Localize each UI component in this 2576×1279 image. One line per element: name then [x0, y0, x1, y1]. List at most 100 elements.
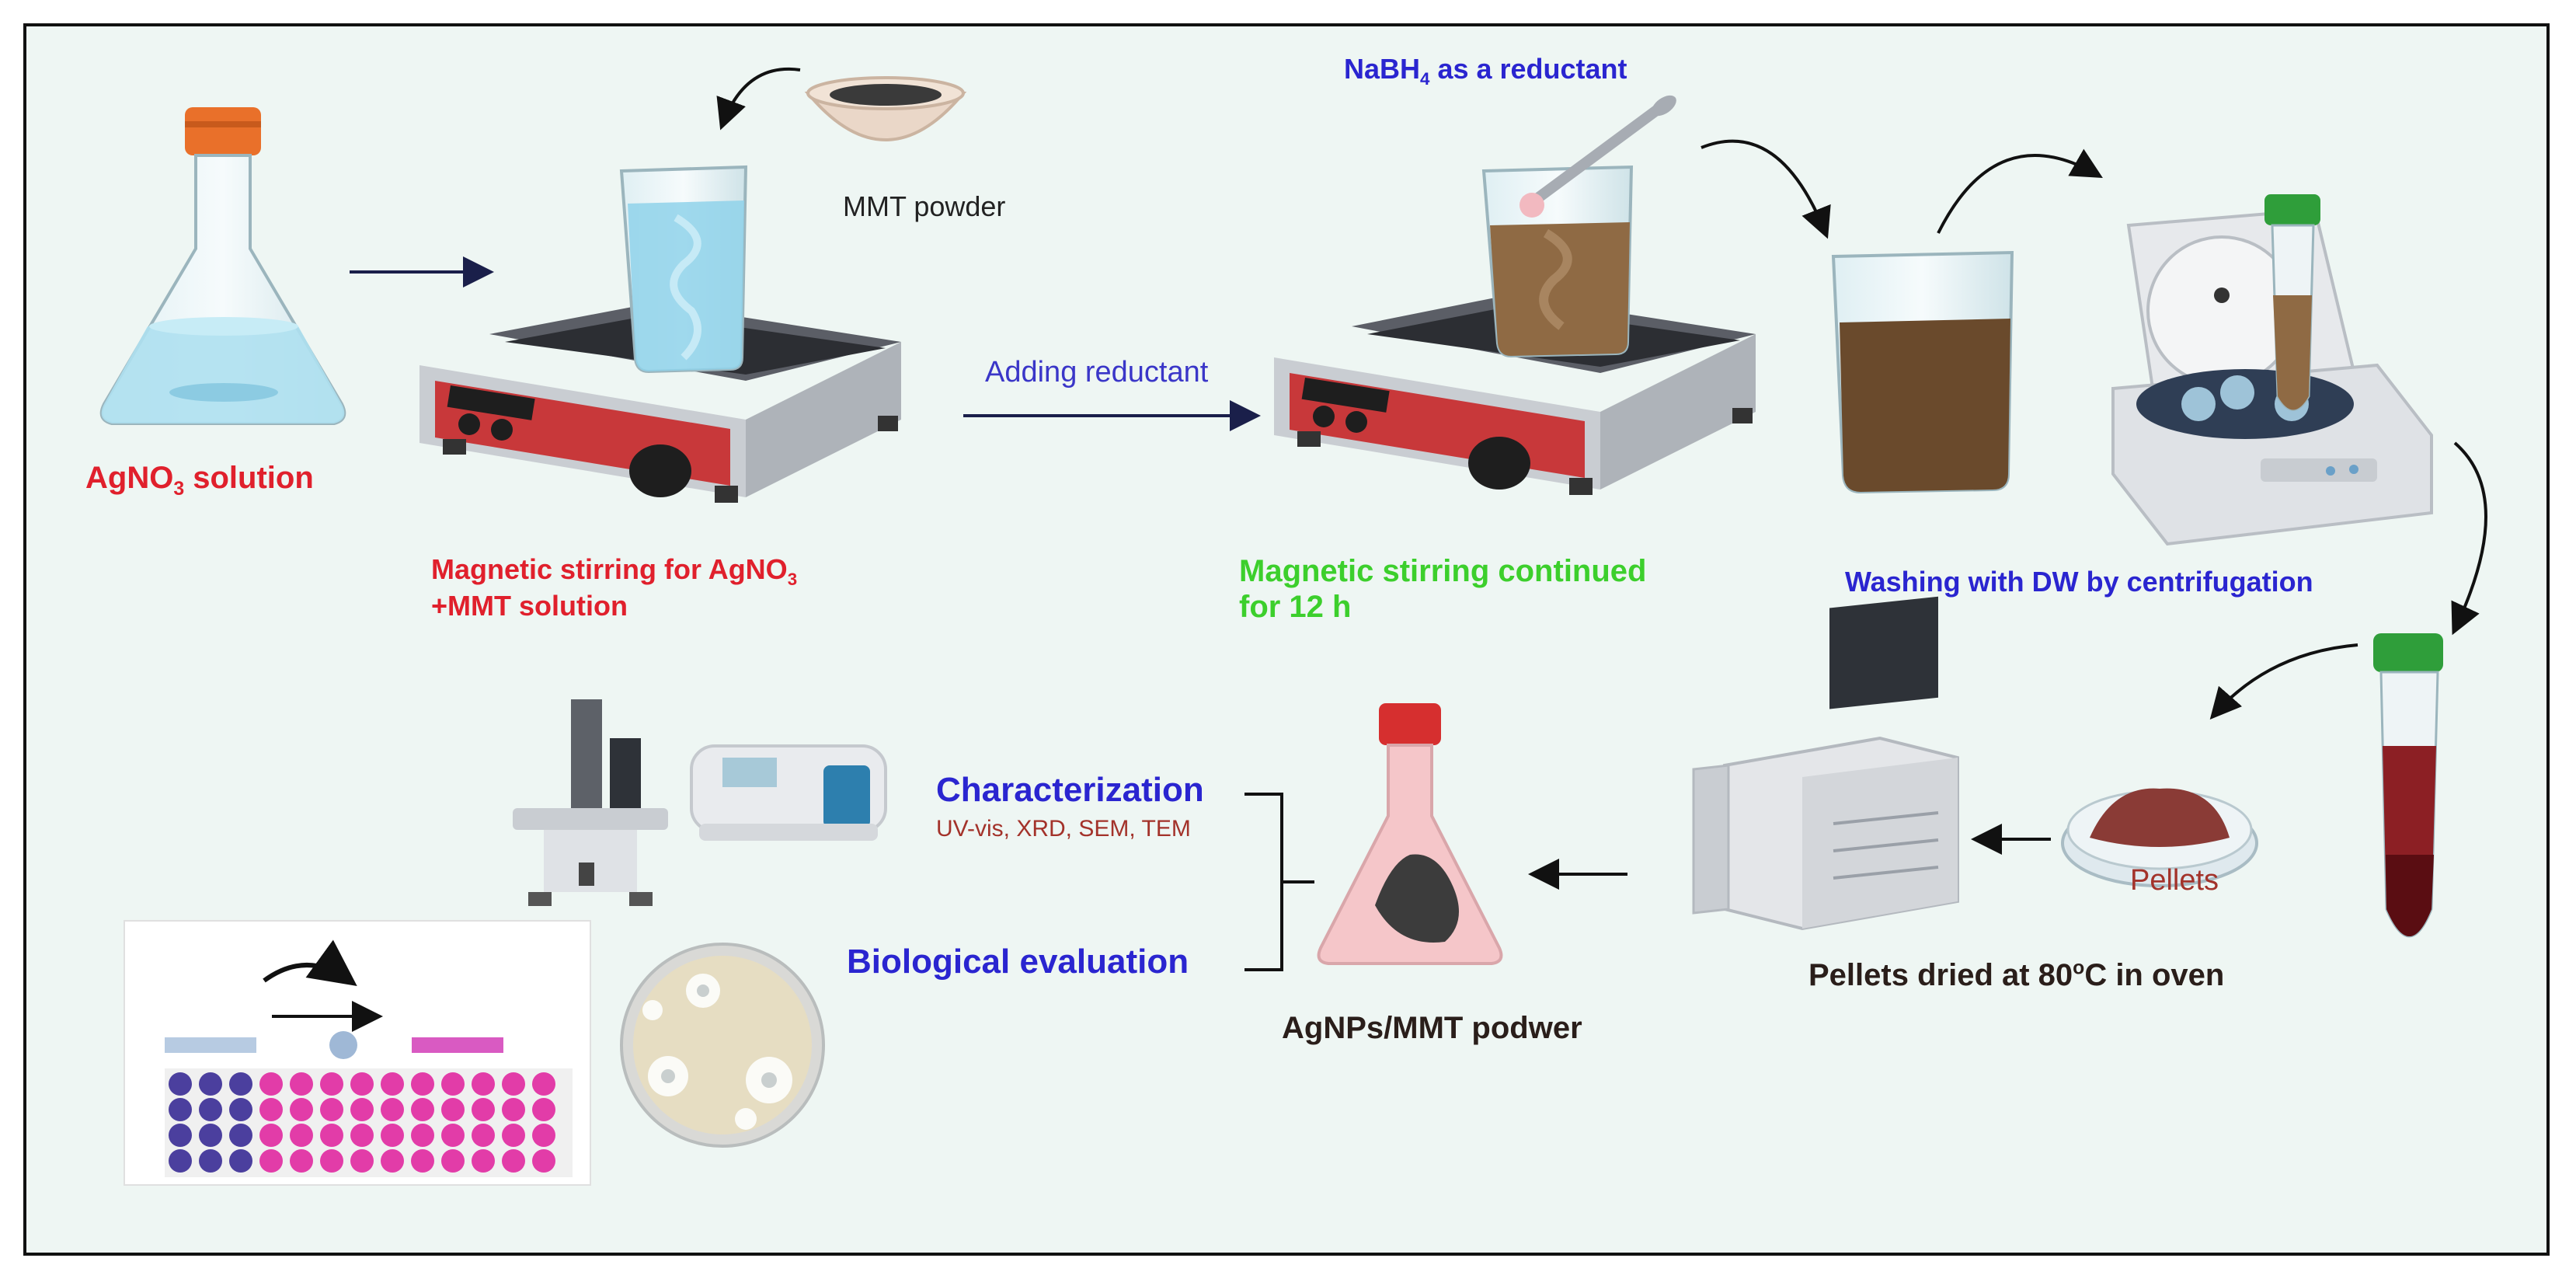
nabh4-sub: 4: [1420, 69, 1430, 89]
agnps-mmt-label: AgNPs/MMT podwer: [1282, 1011, 1582, 1045]
well: [532, 1072, 555, 1096]
agar-plate-icon: [620, 943, 825, 1148]
well: [411, 1149, 434, 1173]
agno3-label-text: AgNO: [85, 461, 174, 495]
curved-arrow-to-tube: [2451, 441, 2487, 636]
well: [472, 1098, 495, 1121]
falcon-tube-icon-2: [2373, 633, 2443, 938]
microscope-icon: [513, 699, 668, 906]
stirring-continued-line1: Magnetic stirring continued: [1239, 554, 1647, 588]
well: [350, 1149, 374, 1173]
well: [472, 1124, 495, 1147]
beaker-icon: [619, 165, 748, 374]
stirring-label: Magnetic stirring for AgNO3 +MMT solutio…: [431, 553, 797, 622]
well: [169, 1072, 192, 1096]
well: [320, 1072, 343, 1096]
well: [411, 1072, 434, 1096]
falcon-tube-icon: [2264, 194, 2320, 411]
well: [350, 1124, 374, 1147]
pellets-dried-label: Pellets dried at 80oC in oven: [1808, 957, 2224, 993]
well: [169, 1098, 192, 1121]
well: [502, 1149, 525, 1173]
well: [169, 1149, 192, 1173]
nabh4-text: NaBH: [1344, 53, 1421, 85]
characterization-label: Characterization: [936, 771, 1204, 809]
well: [229, 1072, 252, 1096]
well: [350, 1098, 374, 1121]
well: [532, 1098, 555, 1121]
well: [502, 1098, 525, 1121]
biological-evaluation-label: Biological evaluation: [847, 943, 1189, 981]
characterization-methods-label: UV-vis, XRD, SEM, TEM: [936, 816, 1191, 842]
pellets-dried-post: C in oven: [2084, 958, 2225, 992]
beaker-icon-2: [1481, 165, 1634, 358]
oven-icon: [1692, 596, 1959, 931]
well: [411, 1124, 434, 1147]
curved-arrow-to-centrifuge: [1937, 148, 2103, 234]
pellets-dried-text: Pellets dried at 80: [1808, 958, 2073, 992]
curved-arrow-powder: [716, 67, 801, 131]
well: [472, 1072, 495, 1096]
well: [290, 1098, 313, 1121]
nabh4-label: NaBH4 as a reductant: [1344, 53, 1627, 89]
well: [441, 1098, 465, 1121]
curved-arrow-to-washing: [1701, 139, 1831, 239]
well: [472, 1149, 495, 1173]
well: [259, 1072, 283, 1096]
well: [411, 1098, 434, 1121]
well: [259, 1124, 283, 1147]
washing-label: Washing with DW by centrifugation: [1845, 566, 2313, 598]
well: [502, 1072, 525, 1096]
erlenmeyer-flask-icon: [99, 107, 346, 425]
well: [290, 1072, 313, 1096]
well: [381, 1072, 404, 1096]
well: [441, 1124, 465, 1147]
well: [381, 1098, 404, 1121]
adding-reductant-label: Adding reductant: [985, 356, 1209, 389]
well: [290, 1124, 313, 1147]
well: [381, 1124, 404, 1147]
well: [532, 1149, 555, 1173]
nabh4-post: as a reductant: [1429, 53, 1627, 85]
well: [441, 1149, 465, 1173]
curved-arrow-to-petri: [2209, 643, 2358, 720]
well: [381, 1149, 404, 1173]
well: [320, 1098, 343, 1121]
well: [199, 1149, 222, 1173]
stirring-line2: +MMT solution: [431, 589, 628, 622]
agno3-label-post: solution: [184, 461, 314, 495]
well: [290, 1149, 313, 1173]
well: [320, 1124, 343, 1147]
pellets-label: Pellets: [2130, 864, 2219, 897]
mmt-powder-label: MMT powder: [843, 190, 1006, 222]
well: [199, 1098, 222, 1121]
stirring-continued-label: Magnetic stirring continued for 12 h: [1239, 553, 1646, 625]
well: [229, 1124, 252, 1147]
well: [320, 1149, 343, 1173]
stirring-line1-sub: 3: [787, 570, 798, 590]
well: [502, 1124, 525, 1147]
spatula-icon: [1519, 95, 1676, 218]
well: [259, 1149, 283, 1173]
erlenmeyer-flask-icon-2: [1317, 703, 1503, 965]
well: [350, 1072, 374, 1096]
well: [199, 1124, 222, 1147]
well: [441, 1072, 465, 1096]
agno3-solution-label: AgNO3 solution: [85, 460, 314, 501]
stirring-line1: Magnetic stirring for AgNO3: [431, 553, 797, 590]
well: [259, 1098, 283, 1121]
well: [229, 1098, 252, 1121]
well: [169, 1124, 192, 1147]
spectrophotometer-icon: [690, 744, 887, 841]
stirring-continued-line2: for 12 h: [1239, 590, 1352, 624]
well: [229, 1149, 252, 1173]
well: [199, 1072, 222, 1096]
washing-beaker-icon: [1831, 250, 2014, 494]
bowl-icon: [804, 76, 967, 141]
petri-dish-icon: [2061, 788, 2258, 887]
well-plate-wells: [169, 1072, 555, 1173]
well: [532, 1124, 555, 1147]
pellets-dried-sup: o: [2073, 957, 2085, 979]
stirring-line1-text: Magnetic stirring for AgNO: [431, 553, 788, 585]
